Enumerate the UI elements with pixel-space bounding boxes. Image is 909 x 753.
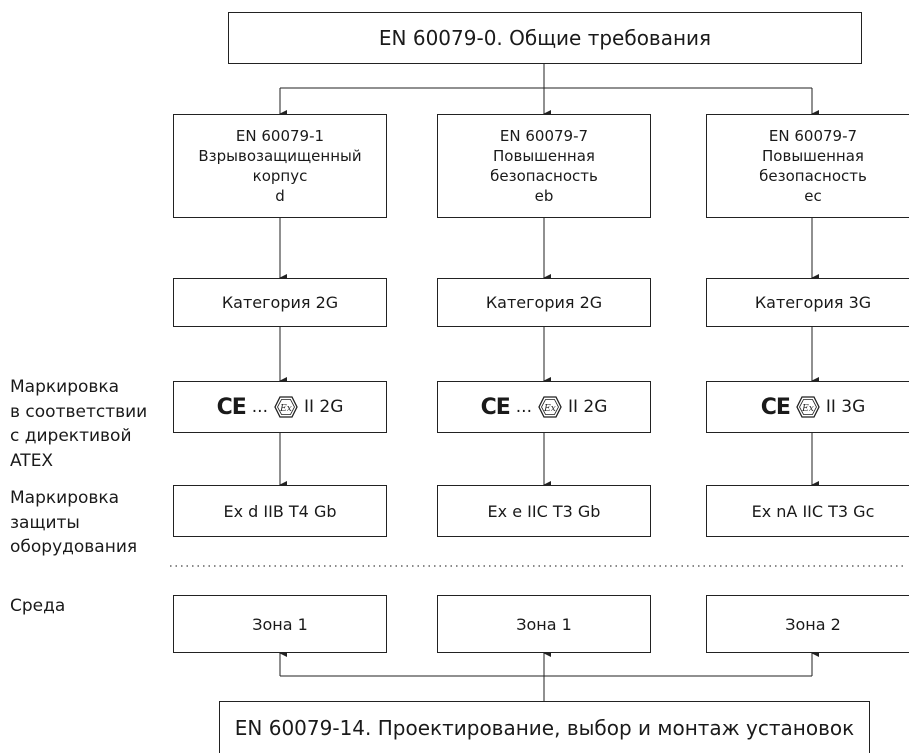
category-box-3: Категория 3G: [706, 278, 909, 327]
std-name-1: Повышенная: [762, 146, 864, 165]
ex-hexagon-icon: Ex: [274, 396, 298, 418]
atex-marking-box-2: CE ... Ex II 2G: [437, 381, 651, 433]
protection-text: Ex nA IIC T3 Gc: [751, 501, 875, 521]
std-symbol: eb: [534, 187, 554, 206]
zone-text: Зона 1: [516, 614, 572, 634]
std-name-2: безопасность: [759, 167, 867, 185]
category-box-1: Категория 2G: [173, 278, 387, 327]
side-label-line: оборудования: [10, 537, 138, 558]
protection-box-3: Ex nA IIC T3 Gc: [706, 485, 909, 537]
protection-text: Ex d IIB T4 Gb: [223, 501, 337, 521]
std-name-2: корпус: [252, 167, 308, 185]
top-standard-text: EN 60079-0. Общие требования: [378, 26, 712, 50]
std-name-1: Взрывозащищенный: [198, 146, 362, 165]
side-label-line: Маркировка: [10, 377, 120, 397]
protection-box-2: Ex e IIC T3 Gb: [437, 485, 651, 537]
standard-box-2: EN 60079-7 Повышенная безопасность eb: [437, 114, 651, 218]
mark-dots: ...: [515, 397, 532, 417]
ce-mark: CE: [480, 394, 511, 420]
std-symbol: ec: [804, 187, 822, 206]
std-code: EN 60079-7: [768, 126, 858, 145]
zone-box-1: Зона 1: [173, 595, 387, 653]
std-name-1: Повышенная: [493, 146, 595, 165]
top-standard-box: EN 60079-0. Общие требования: [228, 12, 862, 64]
zone-box-3: Зона 2: [706, 595, 909, 653]
side-label-line: Маркировка: [10, 488, 120, 508]
ce-mark: CE: [216, 394, 247, 420]
mark-group: II 2G: [303, 397, 344, 417]
atex-marking-label: Маркировка в соответствии с директивой A…: [10, 375, 147, 474]
ex-symbol: Ex: [543, 404, 556, 414]
ex-symbol: Ex: [801, 404, 814, 414]
mark-group: II 3G: [825, 397, 866, 417]
side-label-line: Среда: [10, 596, 66, 616]
atex-marking-box-1: CE ... Ex II 2G: [173, 381, 387, 433]
std-code: EN 60079-1: [235, 126, 325, 145]
ex-symbol: Ex: [279, 404, 292, 414]
environment-label: Среда: [10, 594, 65, 619]
zone-text: Зона 1: [252, 614, 308, 634]
ex-hexagon-icon: Ex: [796, 396, 820, 418]
standard-box-3: EN 60079-7 Повышенная безопасность ec: [706, 114, 909, 218]
protection-box-1: Ex d IIB T4 Gb: [173, 485, 387, 537]
protection-text: Ex e IIC T3 Gb: [487, 501, 601, 521]
category-text: Категория 3G: [754, 293, 872, 312]
side-label-line: ATEX: [10, 450, 54, 471]
std-symbol: d: [275, 187, 285, 206]
side-label-line: с директивой: [10, 426, 132, 447]
mark-dots: ...: [251, 397, 268, 417]
bottom-standard-box: EN 60079-14. Проектирование, выбор и мон…: [219, 701, 870, 753]
mark-group: II 2G: [567, 397, 608, 417]
ce-mark: CE: [760, 394, 791, 420]
bottom-standard-text: EN 60079-14. Проектирование, выбор и мон…: [234, 715, 855, 740]
zone-box-2: Зона 1: [437, 595, 651, 653]
atex-marking-box-3: CE Ex II 3G: [706, 381, 909, 433]
side-label-line: защиты: [10, 512, 80, 533]
standard-box-1: EN 60079-1 Взрывозащищенный корпус d: [173, 114, 387, 218]
std-name-2: безопасность: [490, 167, 598, 185]
category-box-2: Категория 2G: [437, 278, 651, 327]
side-label-line: в соответствии: [10, 401, 148, 422]
std-code: EN 60079-7: [499, 126, 589, 145]
ex-hexagon-icon: Ex: [538, 396, 562, 418]
category-text: Категория 2G: [485, 293, 603, 312]
protection-marking-label: Маркировка защиты оборудования: [10, 486, 137, 560]
zone-text: Зона 2: [785, 614, 841, 634]
category-text: Категория 2G: [221, 293, 339, 312]
